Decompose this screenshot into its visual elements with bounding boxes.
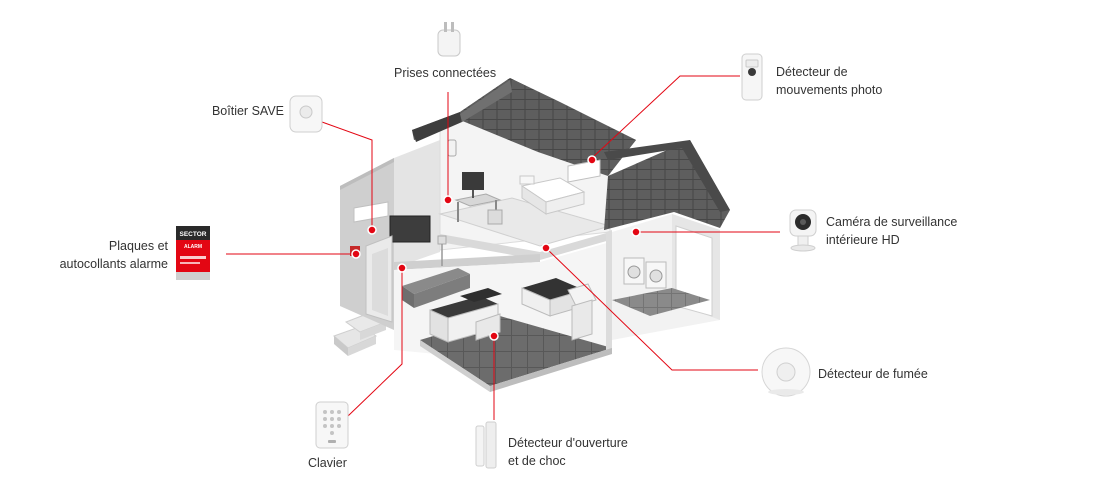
main-roof	[412, 78, 636, 176]
label-line: et de choc	[508, 454, 566, 468]
dot-prises	[443, 195, 453, 205]
label-detecteur-ouverture: Détecteur d'ouverture et de choc	[508, 434, 628, 470]
label-line: intérieure HD	[826, 233, 900, 247]
line-clavier	[347, 268, 403, 417]
motion-detector-icon	[741, 53, 763, 101]
label-plaques-autocollants: Plaques et autocollants alarme	[40, 237, 168, 273]
sofa	[402, 268, 470, 308]
save-box-icon	[289, 95, 323, 133]
tv	[389, 215, 431, 243]
smoke-detector-icon	[761, 347, 811, 397]
line-detecteur-photo	[591, 75, 740, 159]
washing-machines	[623, 257, 667, 289]
kitchen-island	[429, 288, 502, 343]
downstairs-air-conditioner	[353, 201, 389, 223]
label-line: autocollants alarme	[59, 257, 168, 271]
annex-floor	[612, 288, 710, 316]
dot-ouverture	[489, 331, 499, 341]
label-line: Détecteur de	[776, 65, 848, 79]
label-detecteur-mouvements-photo: Détecteur de mouvements photo	[776, 63, 882, 99]
dot-detecteur-photo	[587, 155, 597, 165]
camera-icon	[789, 209, 817, 252]
bed	[519, 175, 586, 215]
label-camera-surveillance: Caméra de surveillance intérieure HD	[826, 213, 957, 249]
sticker-brand-sub: ALARM	[184, 244, 202, 250]
house-illustration	[333, 78, 730, 392]
front-wall-left	[394, 140, 440, 268]
dot-clavier	[397, 263, 407, 273]
line-boitier	[321, 121, 373, 228]
dot-fumee	[541, 243, 551, 253]
lamp	[437, 235, 447, 266]
label-line: mouvements photo	[776, 83, 883, 97]
dot-boitier	[367, 225, 377, 235]
front-wall-right	[606, 230, 612, 350]
sensor-dots	[351, 155, 641, 341]
label-boitier-save: Boîtier SAVE	[211, 104, 284, 118]
label-prises-connectees: Prises connectées	[394, 66, 497, 80]
front-floor-edge	[420, 340, 490, 392]
sticker-brand: SECTOR	[180, 231, 207, 238]
door-sensor-icon	[475, 421, 497, 469]
label-detecteur-fumee: Détecteur de fumée	[818, 367, 928, 381]
desk	[454, 172, 503, 225]
label-line: Plaques et	[108, 239, 168, 253]
label-line: Détecteur d'ouverture	[508, 436, 628, 450]
front-door	[350, 235, 393, 323]
line-fumee	[545, 247, 758, 371]
alarm-sticker-icon: SECTOR ALARM	[176, 226, 210, 280]
smart-plug-icon	[437, 22, 461, 57]
keypad-icon	[315, 401, 349, 449]
dot-plaques	[351, 249, 361, 259]
leader-lines	[226, 75, 780, 420]
label-line: Caméra de surveillance	[826, 215, 958, 229]
label-clavier: Clavier	[308, 456, 347, 470]
dot-camera	[631, 227, 641, 237]
